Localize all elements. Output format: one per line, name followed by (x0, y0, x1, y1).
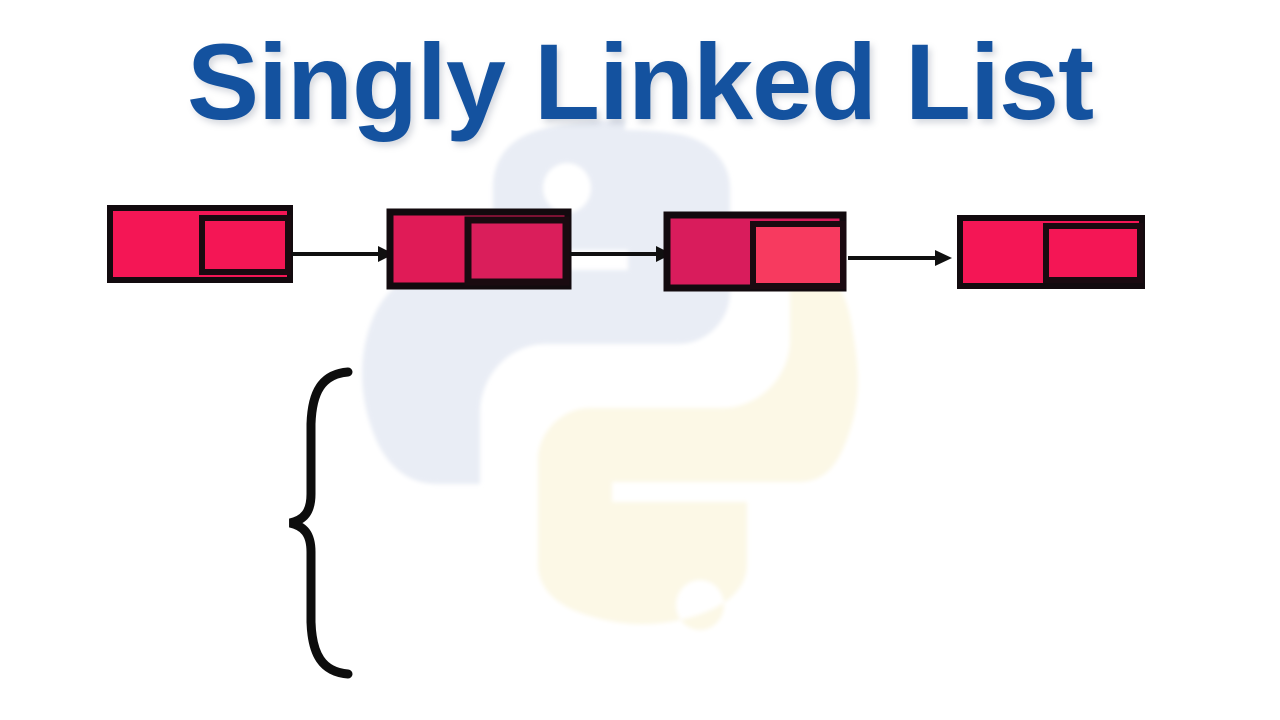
node-1-next-cell (199, 215, 291, 275)
node-4-outer-box (957, 215, 1145, 289)
arrow-1-to-2 (292, 246, 394, 262)
node-3-outer-box (663, 211, 847, 292)
node-2-next-cell (464, 216, 570, 286)
arrow-2-to-3 (570, 246, 672, 262)
list-node-4 (957, 215, 1145, 289)
page-title: Singly Linked List (186, 21, 1094, 142)
list-node-1 (107, 205, 293, 283)
arrow-3-to-4 (848, 250, 952, 266)
node-2-outer-box (386, 208, 572, 290)
node-4-next-cell (1043, 223, 1143, 283)
list-node-3 (663, 211, 847, 292)
node-3-next-cell (750, 221, 846, 289)
curly-brace-icon (288, 367, 353, 679)
node-1-outer-box (107, 205, 293, 283)
list-node-2 (386, 208, 572, 290)
